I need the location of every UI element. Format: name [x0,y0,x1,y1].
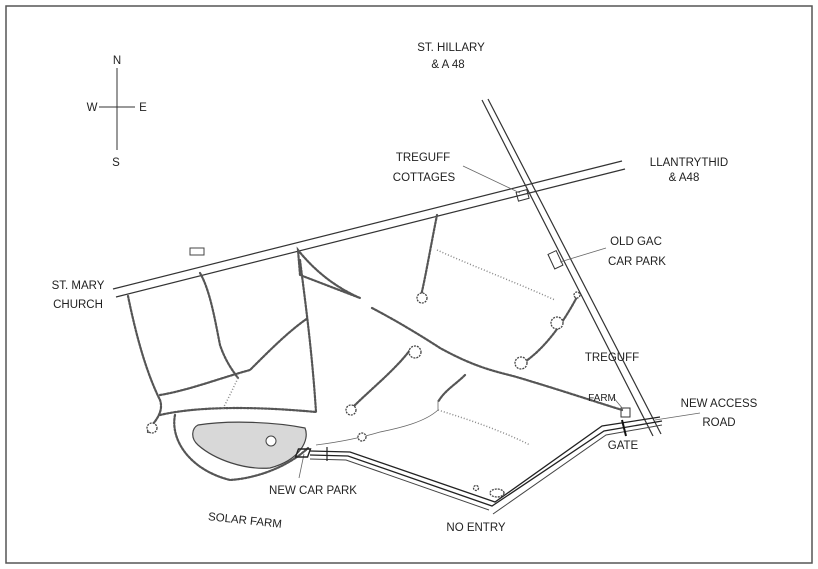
label-new-car-park: NEW CAR PARK [269,485,357,497]
label-llantrythid-2: & A48 [669,172,700,184]
label-old-gac-2: CAR PARK [608,256,666,268]
label-solar-farm: SOLAR FARM [207,511,282,531]
treguff-cottages-building [515,188,530,202]
map-labels: ST. HILLARY & A 48 TREGUFF COTTAGES LLAN… [52,42,758,534]
label-gate: GATE [608,440,639,452]
church-building [189,247,205,256]
label-st-hillary-1: ST. HILLARY [417,42,485,54]
label-old-gac-1: OLD GAC [610,236,662,248]
pond [192,421,307,469]
label-llantrythid-1: LLANTRYTHID [650,157,728,169]
farm-building [620,407,631,418]
label-treguff-cottages-2: COTTAGES [393,172,456,184]
hedgerows [126,213,624,498]
label-st-mary-2: CHURCH [53,299,103,311]
compass-north: N [113,55,121,67]
road-north-south [481,98,662,437]
new-access-road [294,416,663,515]
label-no-entry: NO ENTRY [446,522,506,534]
compass-east: E [139,102,147,114]
gate-marker [621,419,627,437]
compass-rose: N S W E [87,55,148,169]
label-treguff: TREGUFF [585,352,639,364]
label-new-access-1: NEW ACCESS [681,398,758,410]
compass-west: W [87,102,98,114]
label-farm: FARM [588,393,616,404]
label-st-mary-1: ST. MARY [52,280,105,292]
map-border [5,5,813,564]
new-car-park-marker [294,448,312,458]
old-car-park-marker [547,249,564,270]
compass-south: S [112,157,120,169]
buildings [189,188,631,418]
leader-lines [298,165,701,479]
label-st-hillary-2: & A 48 [431,59,464,71]
label-treguff-cottages-1: TREGUFF [396,152,450,164]
label-new-access-2: ROAD [702,417,735,429]
